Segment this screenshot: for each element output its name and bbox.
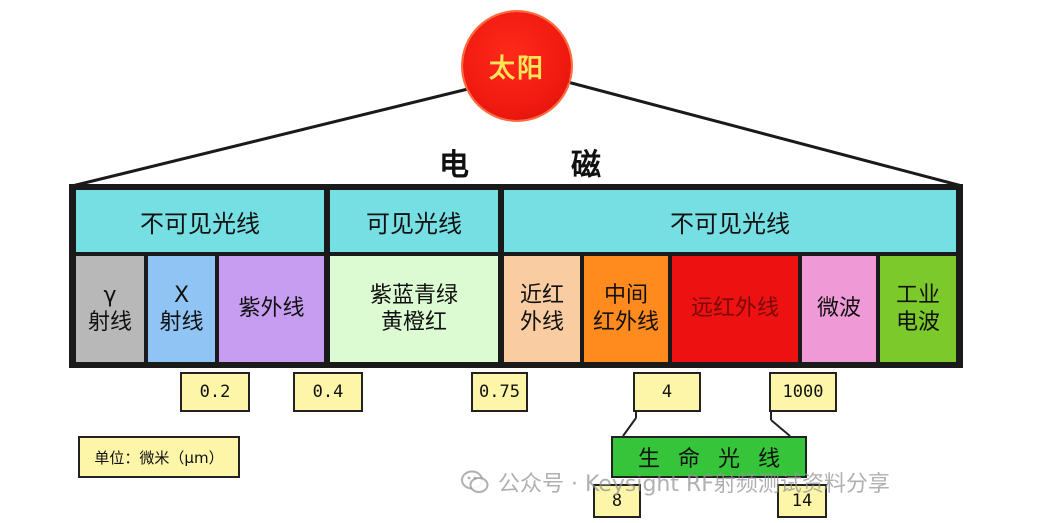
band-ultraviolet: 紫外线 (219, 256, 324, 362)
wavelength-box: 0.75 (471, 372, 528, 412)
band-near-infrared: 近红 外线 (504, 256, 580, 362)
category-visible: 可见光线 (330, 190, 498, 252)
category-invisible-right: 不可见光线 (504, 190, 956, 252)
wavelength-box: 1000 (769, 372, 837, 412)
life-rays-start-box: 8 (593, 484, 641, 518)
watermark: 公众号 · Keysight RF射频测试资料分享 (460, 462, 1040, 502)
band-gamma-ray: γ 射线 (76, 256, 144, 362)
band-microwave: 微波 (802, 256, 876, 362)
band-x-ray: X 射线 (148, 256, 215, 362)
unit-label: 单位：微米（μm） (78, 436, 240, 478)
wavelength-box: 4 (633, 372, 701, 412)
diagram-title: 电 磁 波 (439, 148, 667, 227)
band-mid-infrared: 中间 红外线 (584, 256, 668, 362)
wavelength-box: 0.4 (293, 372, 363, 412)
wavelength-box: 0.2 (180, 372, 250, 412)
life-rays-end-box: 14 (777, 484, 827, 518)
category-label: 不可见光线 (670, 209, 790, 238)
wechat-icon (461, 470, 489, 493)
category-label: 可见光线 (366, 209, 462, 238)
sun-label: 太阳 (488, 53, 545, 84)
life-rays-box: 生命光线 (611, 436, 807, 478)
sun-circle: 太阳 (463, 12, 571, 120)
category-label: 不可见光线 (140, 209, 260, 238)
category-invisible-left: 不可见光线 (76, 190, 324, 252)
band-visible-light: 紫蓝青绿 黄橙红 (330, 256, 498, 362)
band-industrial-wave: 工业 电波 (880, 256, 956, 362)
band-far-infrared: 远红外线 (672, 256, 798, 362)
watermark-text: 公众号 · Keysight RF射频测试资料分享 (498, 472, 890, 497)
